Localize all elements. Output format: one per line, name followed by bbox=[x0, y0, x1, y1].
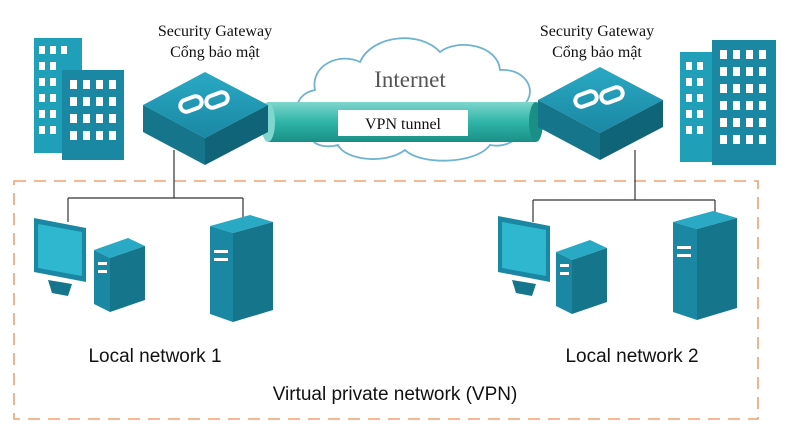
vpn-boundary bbox=[13, 180, 759, 420]
security-gateway-right bbox=[538, 67, 663, 160]
vpn-label: Virtual private network (VPN) bbox=[273, 384, 518, 405]
security-gateway-left bbox=[143, 72, 268, 165]
local-network-1-label: Local network 1 bbox=[88, 346, 221, 367]
tunnel-label-box bbox=[338, 110, 468, 136]
internet-label: Internet bbox=[374, 67, 446, 92]
local-network-2-label: Local network 2 bbox=[565, 346, 698, 367]
vpn-tunnel: VPN tunnel bbox=[261, 102, 543, 142]
building-icon-right bbox=[680, 40, 776, 165]
workstation-icon-right bbox=[498, 216, 607, 314]
gateway-left-line2: Cổng bảo mật bbox=[170, 44, 260, 61]
building-icon-left bbox=[34, 38, 124, 160]
gateway-right-line2: Cổng bảo mật bbox=[552, 44, 642, 61]
network-lines-right bbox=[532, 150, 716, 222]
tunnel-label: VPN tunnel bbox=[365, 116, 442, 133]
internet-cloud: Internet bbox=[296, 37, 531, 162]
link-icon-left bbox=[178, 90, 230, 114]
workstation-icon-left bbox=[34, 218, 145, 312]
network-lines-left bbox=[67, 150, 244, 222]
gateway-left-line1: Security Gateway bbox=[158, 23, 272, 40]
gateway-right-line1: Security Gateway bbox=[540, 23, 654, 40]
server-icon-right bbox=[673, 211, 737, 320]
link-icon-right bbox=[573, 85, 625, 109]
server-icon-left bbox=[210, 215, 273, 322]
